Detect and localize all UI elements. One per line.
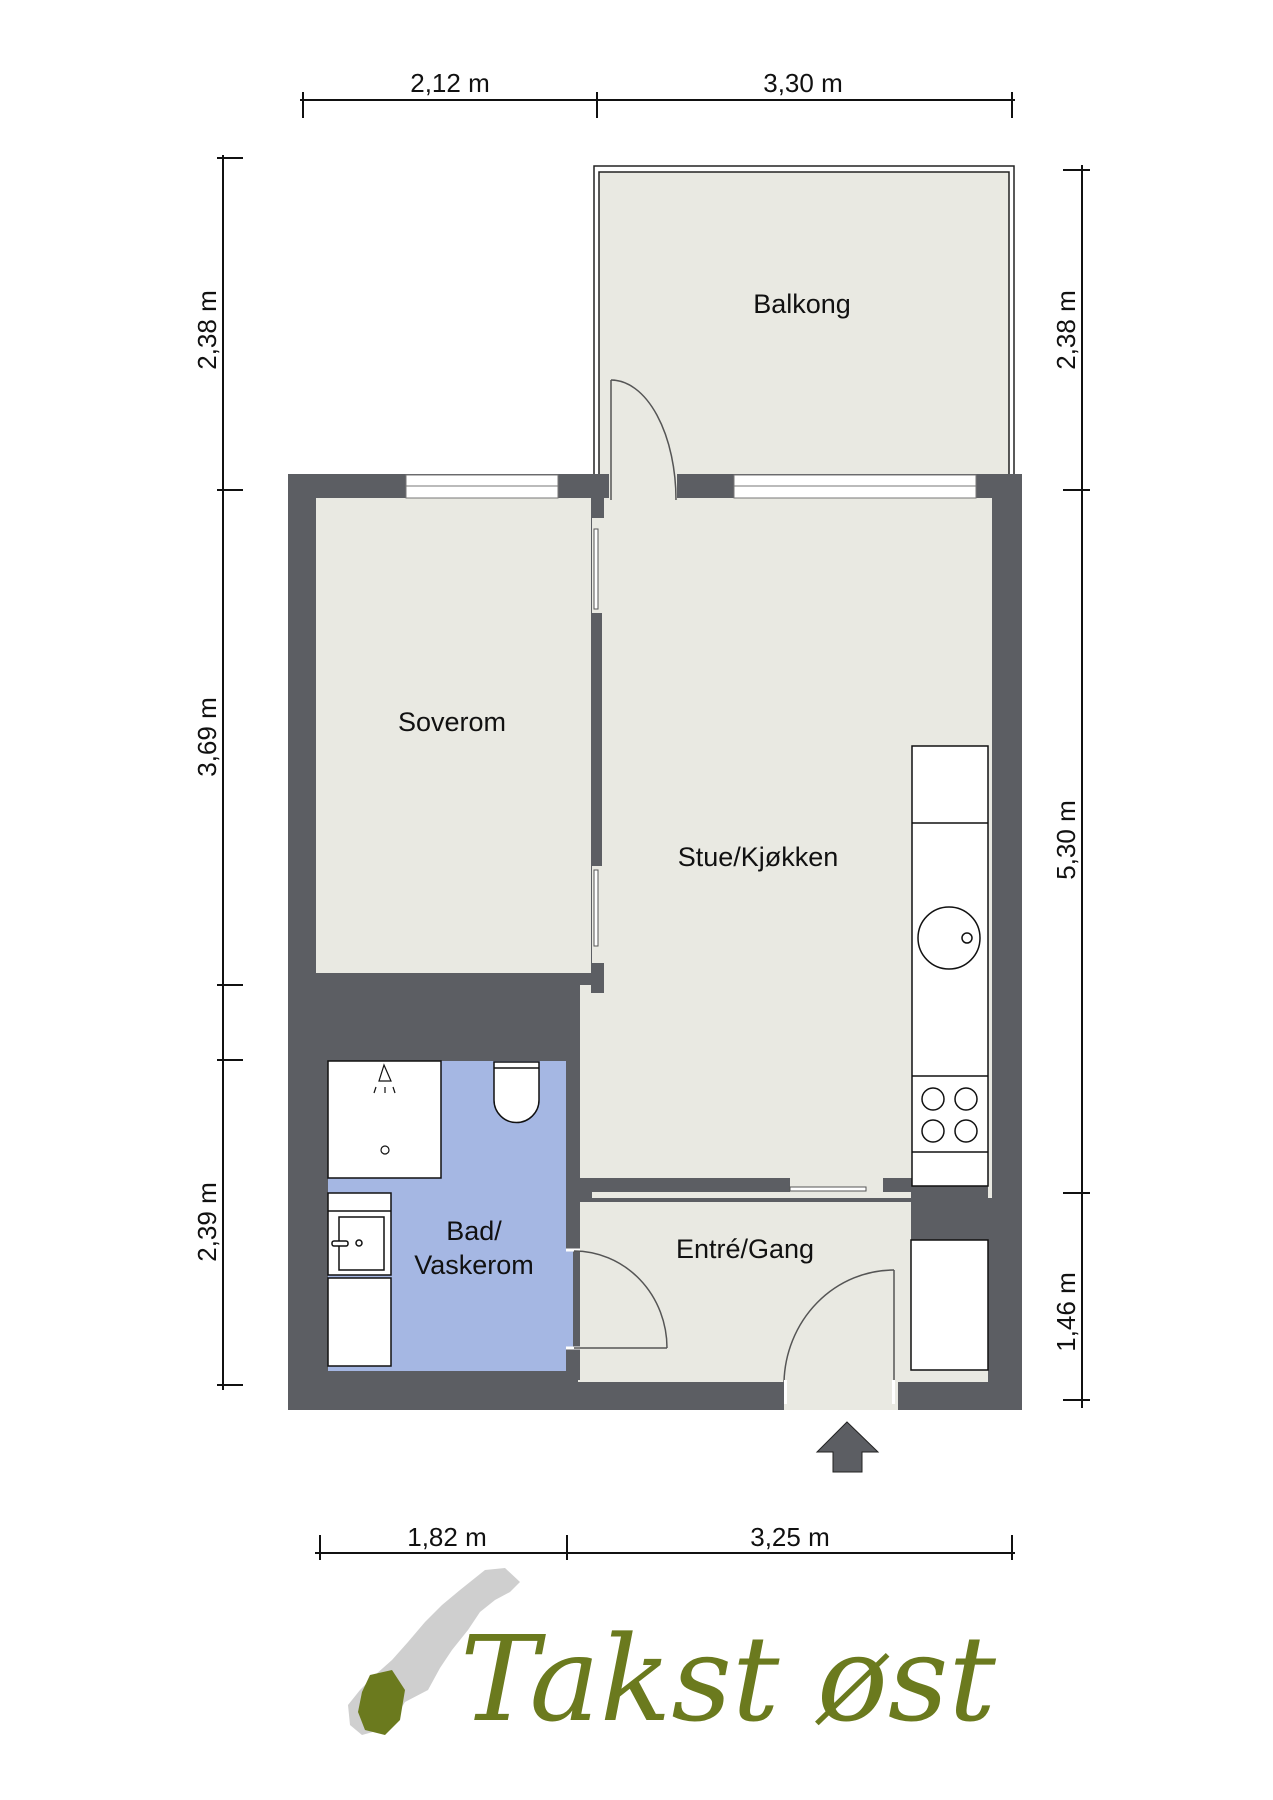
room-label-bad-1: Bad/ <box>446 1216 502 1246</box>
floor-soverom <box>316 498 591 973</box>
dim-left-1: 2,38 m <box>192 290 222 370</box>
logo-text: Takst øst <box>460 1610 996 1748</box>
window-stue <box>733 474 977 499</box>
dimension-right <box>1063 165 1090 1408</box>
closet <box>910 1239 989 1371</box>
wall-closet-top <box>911 1190 988 1240</box>
window-soverom <box>405 474 559 499</box>
wall-stue-entre <box>578 1178 790 1192</box>
norway-map-icon <box>348 1568 520 1735</box>
dim-right-1: 2,38 m <box>1051 290 1081 370</box>
wall-bedroom-bottom <box>316 973 604 985</box>
balcony-door <box>609 379 677 501</box>
toilet-icon <box>493 1061 540 1124</box>
room-label-balkong: Balkong <box>753 289 851 319</box>
dim-right-2: 5,30 m <box>1051 800 1081 880</box>
floor-stue-nook <box>578 985 608 1190</box>
dim-right-3: 1,46 m <box>1051 1272 1081 1352</box>
sliding-door-entre <box>789 1186 867 1192</box>
shower <box>327 1060 442 1179</box>
room-label-soverom: Soverom <box>398 707 506 737</box>
dim-left-3: 2,39 m <box>192 1182 222 1262</box>
kitchen-counter <box>911 745 989 1187</box>
room-label-entre: Entré/Gang <box>676 1234 814 1264</box>
bathroom-door <box>563 1248 668 1350</box>
washbasin-cabinet <box>327 1192 392 1276</box>
balcony <box>593 165 1015 477</box>
dim-top-2: 3,30 m <box>763 68 843 98</box>
floor-entre-corner <box>900 1370 988 1382</box>
dim-top-1: 2,12 m <box>410 68 490 98</box>
room-label-bad-2: Vaskerom <box>414 1250 534 1280</box>
dim-bottom-1: 1,82 m <box>407 1522 487 1552</box>
sliding-door-upper <box>593 528 599 610</box>
floor-entre <box>578 1202 911 1382</box>
wall-stub <box>591 500 604 514</box>
room-label-stue: Stue/Kjøkken <box>678 842 839 872</box>
stove-icon <box>921 1087 978 1143</box>
sliding-door-lower <box>593 869 599 947</box>
dim-bottom-2: 3,25 m <box>750 1522 830 1552</box>
dim-left-2: 3,69 m <box>192 697 222 777</box>
sliding-wall-panel <box>591 613 602 866</box>
dimension-left <box>217 155 243 1390</box>
dimension-top <box>300 92 1015 118</box>
sink-icon <box>917 906 981 970</box>
washing-machine <box>327 1277 392 1367</box>
entrance-arrow-icon <box>815 1421 880 1473</box>
entrance-door <box>783 1269 896 1410</box>
dimension-bottom <box>315 1535 1015 1560</box>
